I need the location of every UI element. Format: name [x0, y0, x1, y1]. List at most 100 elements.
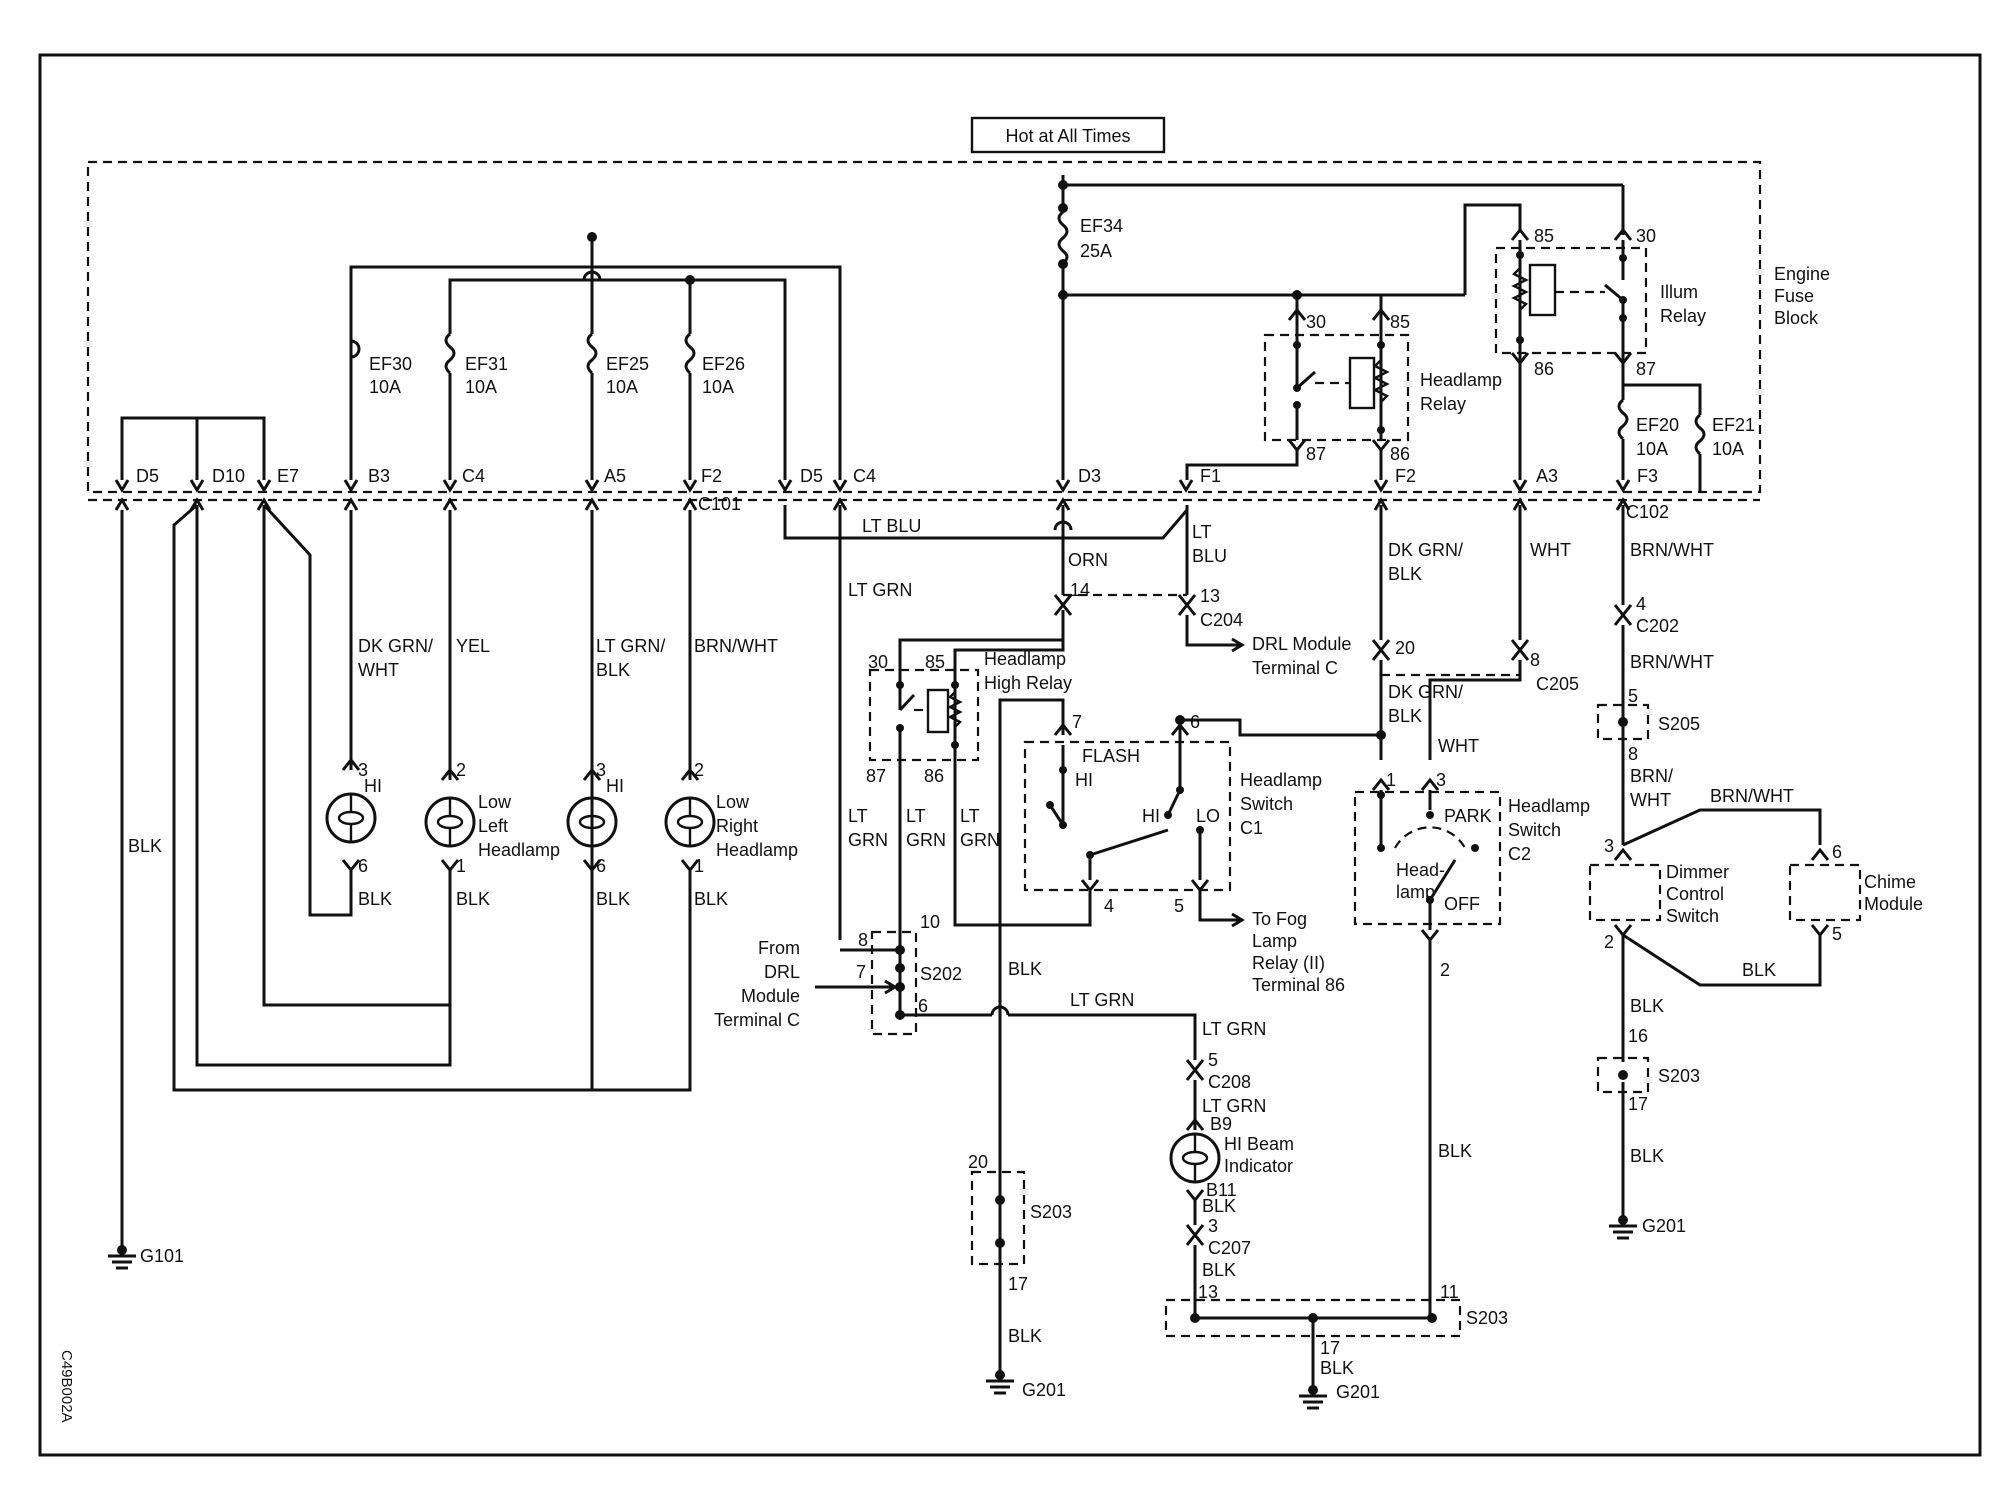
switch-c1-pin-chevrons	[1053, 722, 1210, 893]
ground-g201-bottom: G201	[1299, 1382, 1380, 1410]
connector-c101-label: C101	[698, 494, 741, 514]
switch-c2-pin-2: 2	[1440, 960, 1450, 980]
svg-text:30: 30	[868, 652, 888, 672]
ground-g201-center: G201	[986, 1370, 1066, 1400]
figure-code: C49B002A	[58, 1350, 75, 1423]
svg-text:Low: Low	[478, 792, 512, 812]
svg-text:3: 3	[596, 760, 606, 780]
c208-pin-5: 5	[1208, 1050, 1218, 1070]
svg-text:D5: D5	[136, 466, 159, 486]
svg-text:Left: Left	[478, 816, 508, 836]
svg-text:11: 11	[1440, 1282, 1459, 1302]
svg-text:10A: 10A	[702, 377, 734, 397]
svg-text:Indicator: Indicator	[1224, 1156, 1293, 1176]
svg-text:D5: D5	[800, 466, 823, 486]
svg-text:20: 20	[968, 1152, 988, 1172]
svg-text:C1: C1	[1240, 818, 1263, 838]
svg-text:BLK: BLK	[1202, 1196, 1236, 1216]
svg-text:HI: HI	[1142, 806, 1160, 826]
svg-text:EF21: EF21	[1712, 415, 1755, 435]
svg-text:BRN/WHT: BRN/WHT	[694, 636, 778, 656]
svg-text:Relay (II): Relay (II)	[1252, 953, 1325, 973]
fuse-ef34: EF34 25A	[1057, 210, 1123, 265]
svg-text:BLK: BLK	[128, 836, 162, 856]
svg-text:Headlamp: Headlamp	[1508, 796, 1590, 816]
svg-text:Fuse: Fuse	[1774, 286, 1814, 306]
svg-text:EF31: EF31	[465, 354, 508, 374]
svg-text:LT BLU: LT BLU	[862, 516, 921, 536]
c205-wire-label-wht: WHT	[1438, 736, 1479, 756]
svg-text:16: 16	[1628, 1026, 1648, 1046]
svg-text:F2: F2	[701, 466, 722, 486]
svg-text:BLK: BLK	[1320, 1358, 1354, 1378]
svg-text:LT GRN/: LT GRN/	[596, 636, 665, 656]
svg-text:87: 87	[1636, 359, 1656, 379]
svg-text:B3: B3	[368, 466, 390, 486]
wire-label-blk-chime: BLK	[1742, 960, 1776, 980]
svg-text:WHT: WHT	[358, 660, 399, 680]
svg-text:8: 8	[1628, 744, 1638, 764]
c208-wire-label: LT GRN	[1202, 1096, 1266, 1116]
svg-text:F1: F1	[1200, 466, 1221, 486]
svg-text:B11: B11	[1206, 1180, 1237, 1200]
splice-s202: 10 8 7 6 S202	[840, 912, 962, 1036]
svg-text:BLK: BLK	[358, 889, 392, 909]
svg-text:10A: 10A	[1636, 439, 1668, 459]
svg-text:A5: A5	[604, 466, 626, 486]
svg-text:LO: LO	[1196, 806, 1220, 826]
fuse-ef26: EF26 10A	[684, 332, 745, 480]
engine-fuse-block	[86, 160, 1762, 494]
svg-text:DK GRN/: DK GRN/	[1388, 540, 1463, 560]
wire-label-blk-c2: BLK	[1438, 1141, 1472, 1161]
svg-text:LT: LT	[1192, 522, 1212, 542]
connector-c205-label: C205	[1536, 674, 1579, 694]
svg-text:GRN: GRN	[960, 830, 1000, 850]
svg-text:BLU: BLU	[1192, 546, 1227, 566]
c205-wire-label-blk: BLK	[1388, 706, 1422, 726]
drl-module-arrow: DRL Module Terminal C	[1185, 615, 1351, 678]
svg-text:LT: LT	[960, 806, 980, 826]
svg-text:HI: HI	[364, 776, 382, 796]
svg-text:EF26: EF26	[702, 354, 745, 374]
svg-text:DK GRN/: DK GRN/	[358, 636, 433, 656]
engine-fuse-block-label: Engine Fuse Block	[1774, 264, 1830, 328]
hi-beam-right-lamp: 3 HI 6	[566, 760, 624, 876]
svg-text:Head-: Head-	[1396, 860, 1445, 880]
wire-label-wht: WHT	[1630, 790, 1671, 810]
svg-text:EF20: EF20	[1636, 415, 1679, 435]
svg-text:ORN: ORN	[1068, 550, 1108, 570]
svg-text:10: 10	[920, 912, 940, 932]
from-drl-module: From DRL Module Terminal C	[714, 938, 898, 1030]
svg-text:E7: E7	[277, 466, 299, 486]
splice-s203-bottom: 13 11 S203 17 BLK	[1164, 1282, 1508, 1390]
svg-text:C2: C2	[1508, 844, 1531, 864]
switch-c1-pin-4: 4	[1104, 896, 1114, 916]
svg-text:Relay: Relay	[1420, 394, 1466, 414]
svg-text:3: 3	[1436, 770, 1446, 790]
svg-text:D10: D10	[212, 466, 245, 486]
svg-text:Terminal C: Terminal C	[714, 1010, 800, 1030]
svg-text:Terminal C: Terminal C	[1252, 658, 1338, 678]
svg-text:High Relay: High Relay	[984, 673, 1072, 693]
svg-text:LT GRN: LT GRN	[1202, 1019, 1266, 1039]
svg-text:S203: S203	[1030, 1202, 1072, 1222]
wire-labels-left: BLK DK GRN/ WHT YEL LT GRN/ BLK BRN/WHT …	[128, 636, 778, 909]
splice-s203-right: 16 17 S203	[1596, 1026, 1700, 1114]
svg-text:G201: G201	[1336, 1382, 1380, 1402]
svg-text:Module: Module	[741, 986, 800, 1006]
svg-text:LT: LT	[906, 806, 926, 826]
svg-text:From: From	[758, 938, 800, 958]
right-harness-wires	[1379, 505, 1522, 760]
ground-g201-right: G201	[1609, 1215, 1686, 1240]
svg-text:87: 87	[1306, 444, 1326, 464]
switch-c2-pin-2-chevron	[1420, 929, 1440, 943]
svg-text:17: 17	[1320, 1338, 1340, 1358]
svg-text:Illum: Illum	[1660, 282, 1698, 302]
low-left-headlamp: 2 1 Low Left Headlamp	[424, 760, 560, 876]
svg-text:6: 6	[358, 856, 368, 876]
svg-text:C4: C4	[853, 466, 876, 486]
c207-pin-3: 3	[1208, 1216, 1218, 1236]
svg-text:Terminal 86: Terminal 86	[1252, 975, 1345, 995]
svg-text:Right: Right	[716, 816, 758, 836]
